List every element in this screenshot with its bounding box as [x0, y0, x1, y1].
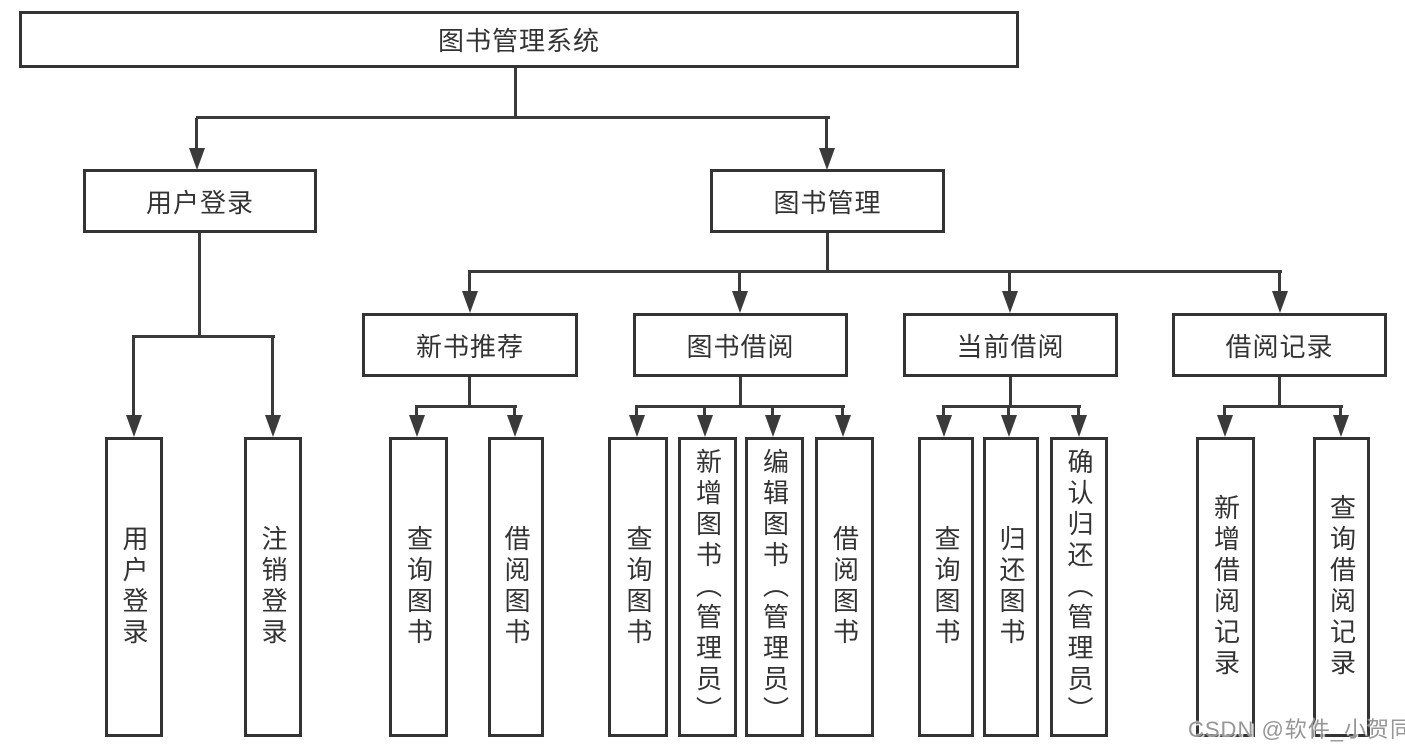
leaf-rec-borrow-book-label: 借阅图书 [501, 525, 531, 649]
leaf-cb-query-book-label: 查询图书 [931, 525, 961, 649]
leaf-cb-query-book: 查询图书 [918, 437, 974, 737]
arrow-to-bb-query-book [629, 407, 645, 437]
leaf-br-query-record-label: 查询借阅记录 [1326, 494, 1357, 680]
connector-current-borrow-hline [942, 405, 1081, 408]
leaf-rec-query-book: 查询图书 [389, 437, 448, 737]
leaf-br-add-record-label: 新增借阅记录 [1210, 494, 1241, 680]
connector-book-mgmt-hline [468, 270, 1282, 273]
node-user-login: 用户登录 [83, 169, 317, 233]
arrow-to-book-borrow [732, 272, 748, 313]
arrow-to-borrow-records [1272, 272, 1288, 313]
leaf-bb-query-book: 查询图书 [608, 437, 668, 737]
leaf-bb-add-book: 新增图书（管理员） [678, 437, 737, 737]
node-root: 图书管理系统 [19, 11, 1019, 68]
connector-book-borrow-hline [635, 405, 845, 408]
leaf-bb-edit-book: 编辑图书（管理员） [745, 437, 804, 737]
arrow-to-cb-return-book [1001, 407, 1017, 437]
leaf-cb-return-book-label: 归还图书 [996, 525, 1026, 649]
node-current-borrow-label: 当前借阅 [956, 331, 1065, 362]
connector-user-login-stub [198, 233, 201, 336]
node-borrow-records: 借阅记录 [1172, 313, 1387, 377]
arrow-to-rec-query-book [409, 407, 425, 437]
arrow-to-leaf-user-login [126, 337, 142, 437]
arrow-to-current-borrow [1002, 272, 1018, 313]
connector-current-borrow-stub [1009, 377, 1012, 408]
connector-borrow-records-stub [1278, 377, 1281, 408]
arrow-to-cb-query-book [936, 407, 952, 437]
leaf-user-login-label: 用户登录 [119, 525, 149, 649]
arrow-to-bb-add-book [697, 407, 713, 437]
node-book-borrow: 图书借阅 [633, 313, 848, 377]
node-new-book-recommend: 新书推荐 [362, 313, 578, 377]
arrow-to-cb-confirm-return [1071, 407, 1087, 437]
connector-new-rec-hline [415, 405, 517, 408]
leaf-bb-borrow-book: 借阅图书 [815, 437, 874, 737]
connector-borrow-records-hline [1223, 405, 1343, 408]
leaf-bb-borrow-book-label: 借阅图书 [829, 525, 860, 649]
connector-new-rec-stub [468, 377, 471, 408]
arrow-to-bb-borrow-book [835, 407, 851, 437]
leaf-rec-borrow-book: 借阅图书 [488, 437, 544, 737]
node-borrow-records-label: 借阅记录 [1225, 331, 1334, 362]
node-book-management: 图书管理 [710, 169, 945, 233]
arrow-to-bb-edit-book [765, 407, 781, 437]
connector-book-borrow-stub [739, 377, 742, 408]
connector-book-mgmt-stub [826, 233, 829, 272]
leaf-logout-label: 注销登录 [258, 525, 288, 649]
node-current-borrow: 当前借阅 [903, 313, 1118, 377]
node-book-management-label: 图书管理 [773, 187, 882, 218]
leaf-br-add-record: 新增借阅记录 [1196, 437, 1255, 737]
arrow-to-leaf-logout [265, 337, 281, 437]
node-user-login-label: 用户登录 [145, 187, 254, 218]
arrow-to-br-add-record [1217, 407, 1233, 437]
connector-user-login-hline [132, 335, 275, 338]
leaf-br-query-record: 查询借阅记录 [1313, 437, 1370, 737]
leaf-logout: 注销登录 [244, 437, 302, 737]
arrow-to-rec-borrow-book [507, 407, 523, 437]
leaf-cb-return-book: 归还图书 [983, 437, 1039, 737]
node-book-borrow-label: 图书借阅 [686, 331, 795, 362]
arrow-to-br-query-record [1333, 407, 1349, 437]
arrow-to-new-book-recommend [462, 272, 478, 313]
leaf-cb-confirm-return: 确认归还（管理员） [1050, 437, 1108, 737]
leaf-bb-edit-book-label: 编辑图书（管理员） [759, 447, 790, 727]
csdn-watermark: CSDN @软件_小贺同学 [1188, 717, 1405, 742]
node-new-book-recommend-label: 新书推荐 [415, 331, 524, 362]
leaf-bb-add-book-label: 新增图书（管理员） [692, 447, 723, 727]
arrow-to-user-login [189, 118, 205, 170]
arrow-to-book-management [819, 118, 835, 170]
connector-root-stub [514, 68, 517, 118]
leaf-user-login: 用户登录 [105, 437, 163, 737]
connector-root-hline [196, 116, 830, 119]
leaf-rec-query-book-label: 查询图书 [403, 525, 434, 649]
node-root-label: 图书管理系统 [437, 26, 600, 56]
leaf-cb-confirm-return-label: 确认归还（管理员） [1064, 447, 1094, 727]
leaf-bb-query-book-label: 查询图书 [623, 525, 653, 649]
